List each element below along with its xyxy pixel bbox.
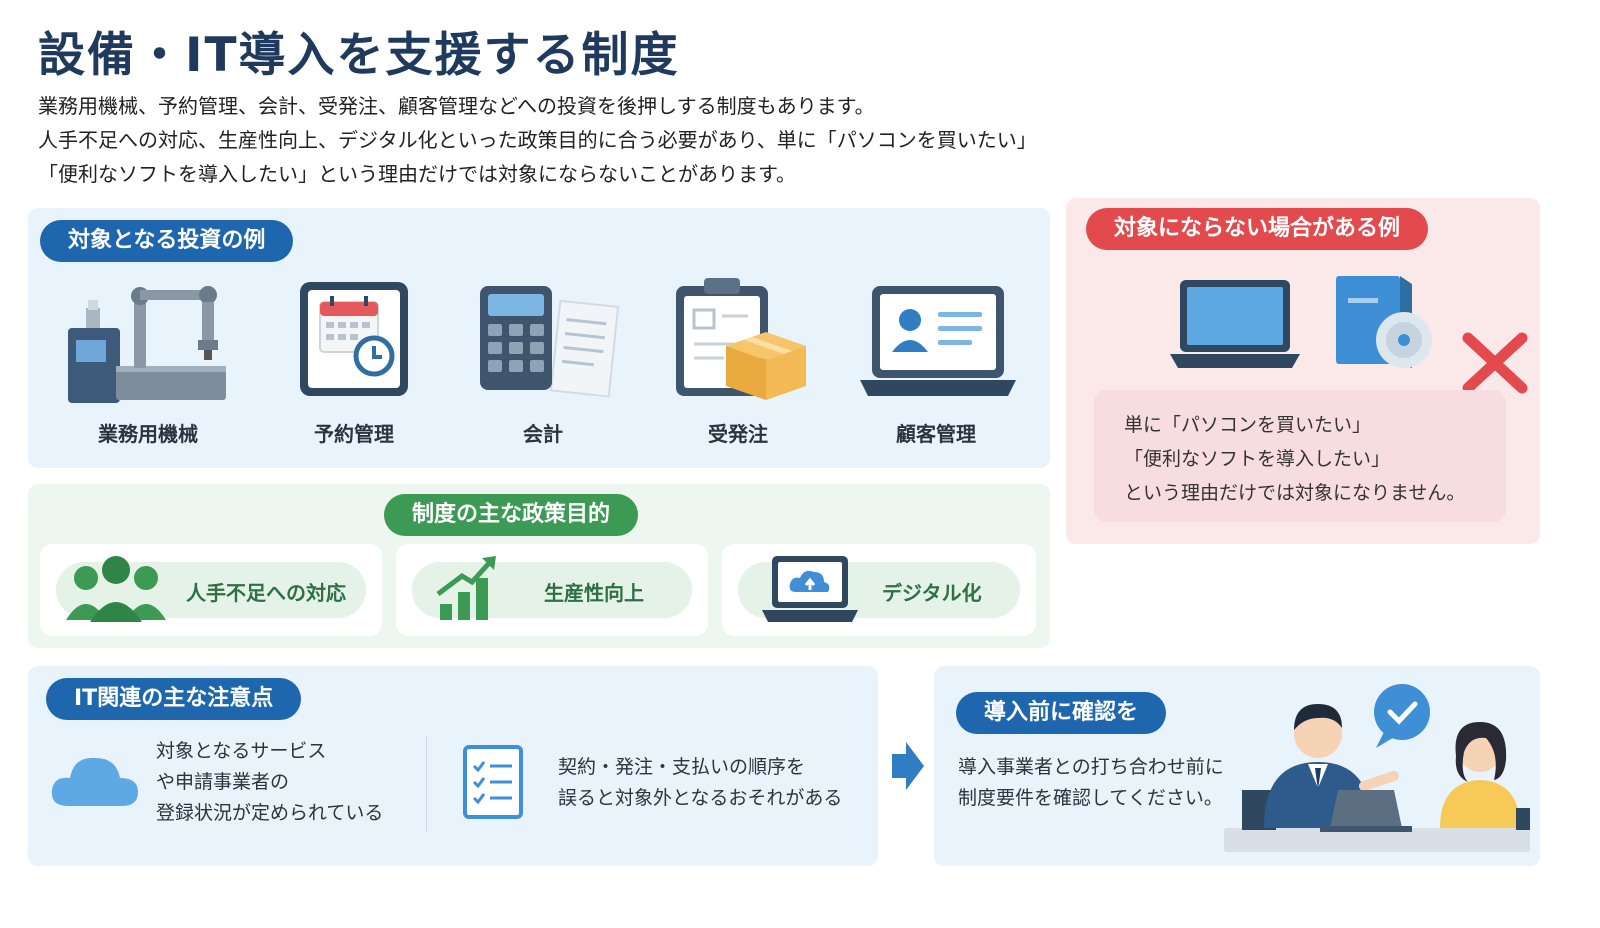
it-note-1-line-3: 登録状況が定められている <box>156 802 384 824</box>
confirm-line-2: 制度要件を確認してください。 <box>958 787 1223 809</box>
not-eligible-callout: 単に「パソコンを買いたい」 「便利なソフトを導入したい」 という理由だけでは対象… <box>1094 390 1506 522</box>
not-eligible-line-3: という理由だけでは対象になりません。 <box>1124 482 1466 504</box>
confirm-text: 導入事業者との打ち合わせ前に 制度要件を確認してください。 <box>958 752 1224 814</box>
it-note-1-line-2: や申請事業者の <box>156 771 290 793</box>
eligible-item-label-3: 会計 <box>523 422 563 446</box>
people-group-icon <box>66 556 166 622</box>
growth-chart-icon <box>436 556 496 620</box>
intro-line-3: 「便利なソフトを導入したい」という理由だけでは対象にならないことがあります。 <box>38 162 796 186</box>
arrow-right-icon <box>892 742 924 790</box>
cloud-icon <box>51 757 138 806</box>
software-box-icon <box>1336 276 1432 368</box>
page-title: 設備・IT導入を支援する制度 <box>38 28 680 83</box>
goal-label-3: デジタル化 <box>882 581 982 605</box>
checklist-icon <box>463 745 523 819</box>
robot-arm-icon <box>68 286 226 403</box>
it-note-2-line-1: 契約・発注・支払いの順序を <box>558 756 806 778</box>
not-eligible-heading: 対象にならない場合がある例 <box>1086 208 1429 250</box>
clipboard-box-icon <box>676 278 806 400</box>
intro-line-2: 人手不足への対応、生産性向上、デジタル化といった政策目的に合う必要があり、単に「… <box>38 128 1037 152</box>
goal-card-3: デジタル化 <box>722 544 1036 636</box>
laptop-contact-icon <box>860 286 1016 396</box>
it-note-1: 対象となるサービス や申請事業者の 登録状況が定められている <box>156 736 383 829</box>
laptop-icon <box>1170 280 1300 368</box>
not-eligible-panel: 対象にならない場合がある例 単に「パソコンを買いたい」 「便利なソフトを導入した… <box>1066 198 1540 544</box>
eligible-panel: 対象となる投資の例 業務用機械 予約管理 <box>28 208 1050 468</box>
eligible-item-label-4: 受発注 <box>708 422 768 446</box>
it-note-2: 契約・発注・支払いの順序を 誤ると対象外となるおそれがある <box>558 752 842 814</box>
not-eligible-line-1: 単に「パソコンを買いたい」 <box>1124 414 1372 436</box>
goal-label-2: 生産性向上 <box>544 581 644 605</box>
policy-panel: 制度の主な政策目的 人手不足への対応 生産性向上 <box>28 484 1050 648</box>
calendar-clock-icon <box>300 282 408 396</box>
intro-line-1: 業務用機械、予約管理、会計、受発注、顧客管理などへの投資を後押しする制度もありま… <box>38 94 875 118</box>
it-note-1-line-1: 対象となるサービス <box>156 740 327 762</box>
eligible-item-label-1: 業務用機械 <box>98 422 198 446</box>
it-notes-heading: IT関連の主な注意点 <box>46 678 302 720</box>
confirm-panel: 導入前に確認を 導入事業者との打ち合わせ前に 制度要件を確認してください。 <box>934 666 1540 866</box>
consultation-illustration <box>1224 684 1530 852</box>
goal-card-1: 人手不足への対応 <box>40 544 382 636</box>
notes-divider <box>426 736 427 832</box>
eligible-item-label-5: 顧客管理 <box>896 422 976 446</box>
policy-heading: 制度の主な政策目的 <box>384 494 639 536</box>
cloud-laptop-icon <box>762 556 858 622</box>
goal-label-1: 人手不足への対応 <box>186 581 346 605</box>
not-eligible-line-2: 「便利なソフトを導入したい」 <box>1124 448 1391 470</box>
goal-card-2: 生産性向上 <box>396 544 708 636</box>
confirm-line-1: 導入事業者との打ち合わせ前に <box>958 756 1224 778</box>
calculator-icon <box>480 286 620 398</box>
eligible-heading: 対象となる投資の例 <box>40 220 294 262</box>
eligible-item-label-2: 予約管理 <box>314 422 394 446</box>
it-notes-panel: IT関連の主な注意点 対象となるサービス や申請事業者の 登録状況が定められてい… <box>28 666 878 866</box>
it-note-2-line-2: 誤ると対象外となるおそれがある <box>558 787 843 809</box>
confirm-heading: 導入前に確認を <box>956 692 1167 734</box>
x-mark-icon <box>1462 332 1528 394</box>
